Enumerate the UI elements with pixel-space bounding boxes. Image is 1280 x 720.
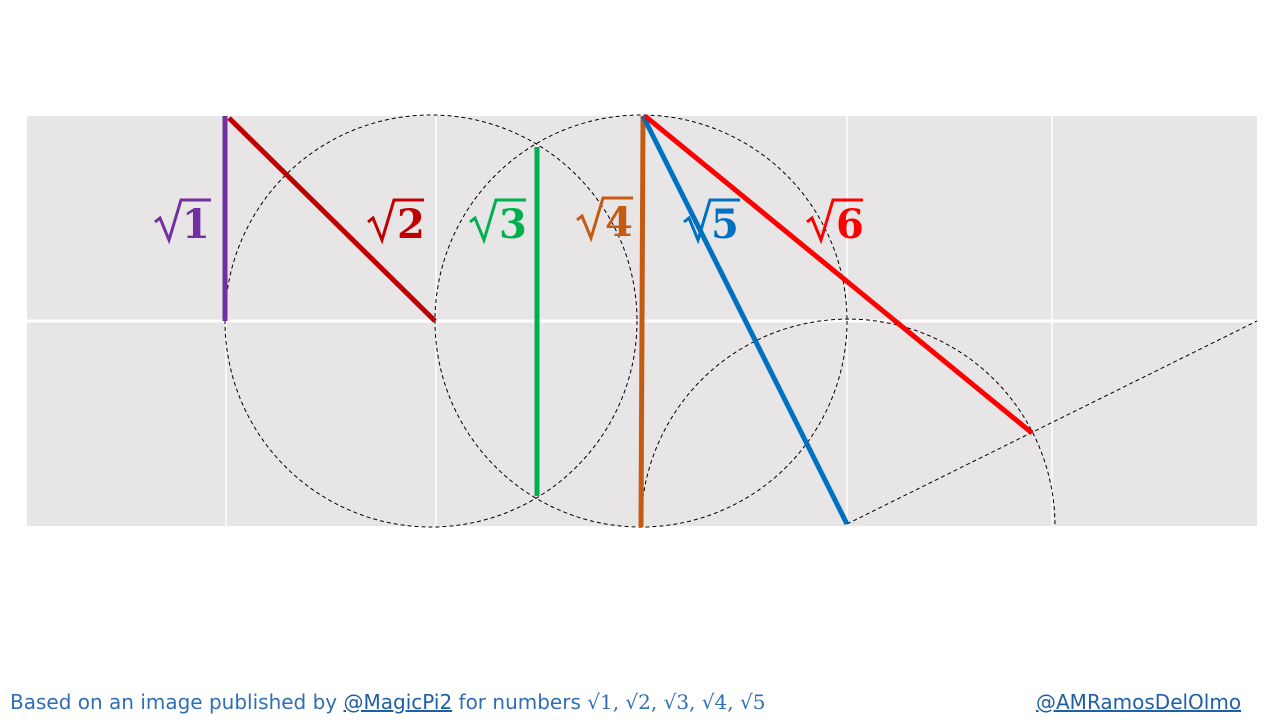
label-sqrt4: 4 bbox=[576, 196, 633, 246]
label-sqrt2: 2 bbox=[367, 198, 425, 248]
radicand-6: 6 bbox=[836, 201, 864, 248]
segment-sqrt4 bbox=[638, 115, 646, 528]
magicpi2-link[interactable]: @MagicPi2 bbox=[343, 690, 453, 714]
caption-number-2: √2, bbox=[625, 690, 658, 714]
caption-prefix: Based on an image published by bbox=[10, 690, 344, 714]
segment-sqrt5 bbox=[640, 114, 850, 526]
label-sqrt6: 6 bbox=[806, 198, 864, 248]
segment-sqrt2 bbox=[227, 116, 437, 323]
footer-caption: Based on an image published by @MagicPi2… bbox=[10, 690, 765, 714]
label-sqrt1: 1 bbox=[154, 198, 211, 248]
caption-number-4: √4, bbox=[701, 690, 734, 714]
radicand-2: 2 bbox=[397, 201, 425, 248]
label-sqrt5: 5 bbox=[683, 198, 740, 248]
radicand-4: 4 bbox=[605, 199, 633, 246]
radicand-3: 3 bbox=[499, 201, 527, 248]
segment-sqrt6 bbox=[643, 114, 1034, 435]
label-sqrt3: 3 bbox=[469, 198, 527, 248]
caption-middle: for numbers bbox=[452, 690, 588, 714]
caption-number-5: √5 bbox=[739, 690, 766, 714]
construction-line bbox=[846, 320, 1258, 525]
radicand-1: 1 bbox=[182, 201, 210, 248]
radicand-5: 5 bbox=[711, 201, 739, 248]
caption-number-1: √1, bbox=[587, 690, 620, 714]
caption-number-3: √3, bbox=[663, 690, 696, 714]
author-credit-link[interactable]: @AMRamosDelOlmo bbox=[1036, 690, 1242, 714]
